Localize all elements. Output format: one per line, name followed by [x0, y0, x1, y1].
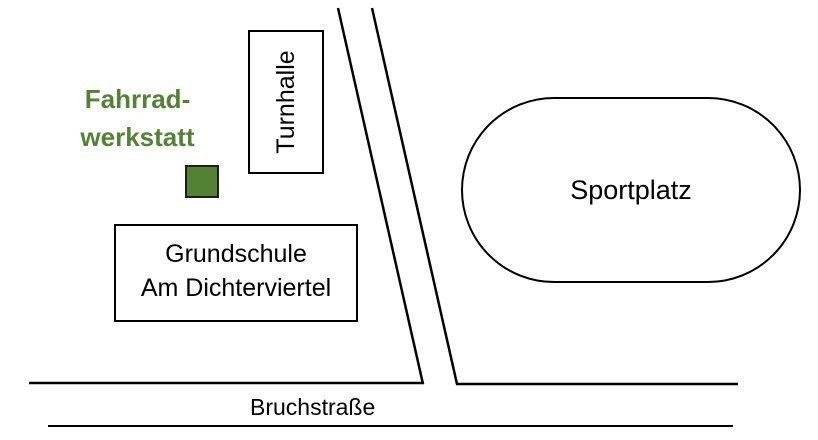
- gym-label: Turnhalle: [272, 50, 300, 154]
- school-name-line1: Grundschule: [165, 240, 307, 268]
- bike-workshop-label: Fahrrad- werkstatt: [70, 80, 205, 156]
- side-road-right-edge: [370, 7, 459, 385]
- bike-workshop-marker: [185, 165, 219, 198]
- bike-workshop-label-line2: werkstatt: [80, 122, 195, 152]
- school-building: Grundschule Am Dichterviertel: [114, 224, 358, 322]
- side-road-left-edge: [336, 7, 425, 385]
- sports-field: Sportplatz: [461, 97, 801, 283]
- sports-field-label: Sportplatz: [570, 175, 692, 205]
- bike-workshop-label-line1: Fahrrad-: [84, 84, 191, 114]
- school-name-line2: Am Dichterviertel: [140, 274, 332, 302]
- gym-building: Turnhalle: [248, 30, 324, 174]
- street-label: Bruchstraße: [250, 394, 376, 420]
